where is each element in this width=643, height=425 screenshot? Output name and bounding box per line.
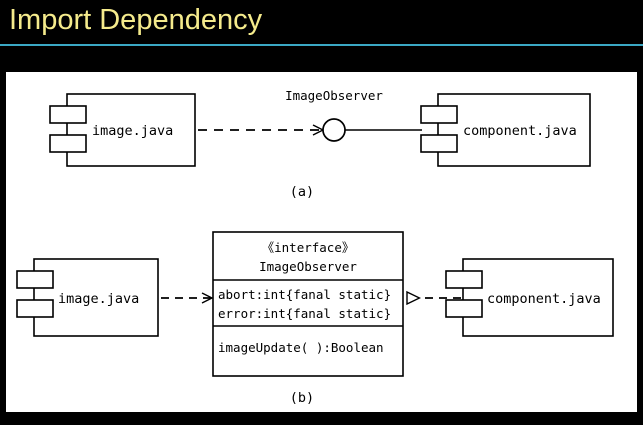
- component-label: image.java: [58, 291, 139, 307]
- diagram-a-group: image.java ImageObserver component.java: [49, 88, 591, 200]
- title-divider: [0, 44, 643, 46]
- component-tab-lower: [445, 299, 483, 318]
- component-component-java-b[interactable]: component.java: [445, 258, 614, 337]
- component-tab-lower: [49, 134, 87, 153]
- interface-ball: [322, 118, 346, 142]
- page-title: Import Dependency: [9, 4, 263, 36]
- caption-a: (a): [290, 184, 314, 200]
- component-tab-lower: [420, 134, 458, 153]
- component-label: image.java: [92, 123, 173, 139]
- component-tab-upper: [49, 105, 87, 124]
- component-tab-upper: [420, 105, 458, 124]
- component-component-java-a[interactable]: component.java: [420, 93, 591, 167]
- component-tab-lower: [16, 299, 54, 318]
- slide-title-bar: Import Dependency: [0, 0, 643, 57]
- interface-name: ImageObserver: [259, 259, 357, 274]
- component-image-java-a[interactable]: image.java: [49, 93, 196, 167]
- interface-stereotype: 《interface》: [262, 240, 355, 255]
- interface-box-image-observer[interactable]: 《interface》 ImageObserver abort:int{fana…: [212, 231, 404, 377]
- interface-operation-0: imageUpdate( ):Boolean: [218, 340, 384, 355]
- diagram-b-group: image.java 《interface》 ImageObserver abo…: [16, 231, 614, 406]
- diagram-panel: image.java ImageObserver component.java: [5, 71, 638, 413]
- interface-attribute-1: error:int{fanal static}: [218, 306, 391, 321]
- component-tab-upper: [16, 270, 54, 289]
- caption-b: (b): [290, 390, 314, 406]
- interface-lollipop-a[interactable]: ImageObserver: [285, 88, 422, 142]
- component-label: component.java: [487, 291, 601, 307]
- component-label: component.java: [463, 123, 577, 139]
- component-tab-upper: [445, 270, 483, 289]
- interface-attribute-0: abort:int{fanal static}: [218, 287, 391, 302]
- uml-diagram-svg: image.java ImageObserver component.java: [16, 88, 614, 406]
- component-image-java-b[interactable]: image.java: [16, 258, 159, 337]
- interface-label: ImageObserver: [285, 88, 383, 103]
